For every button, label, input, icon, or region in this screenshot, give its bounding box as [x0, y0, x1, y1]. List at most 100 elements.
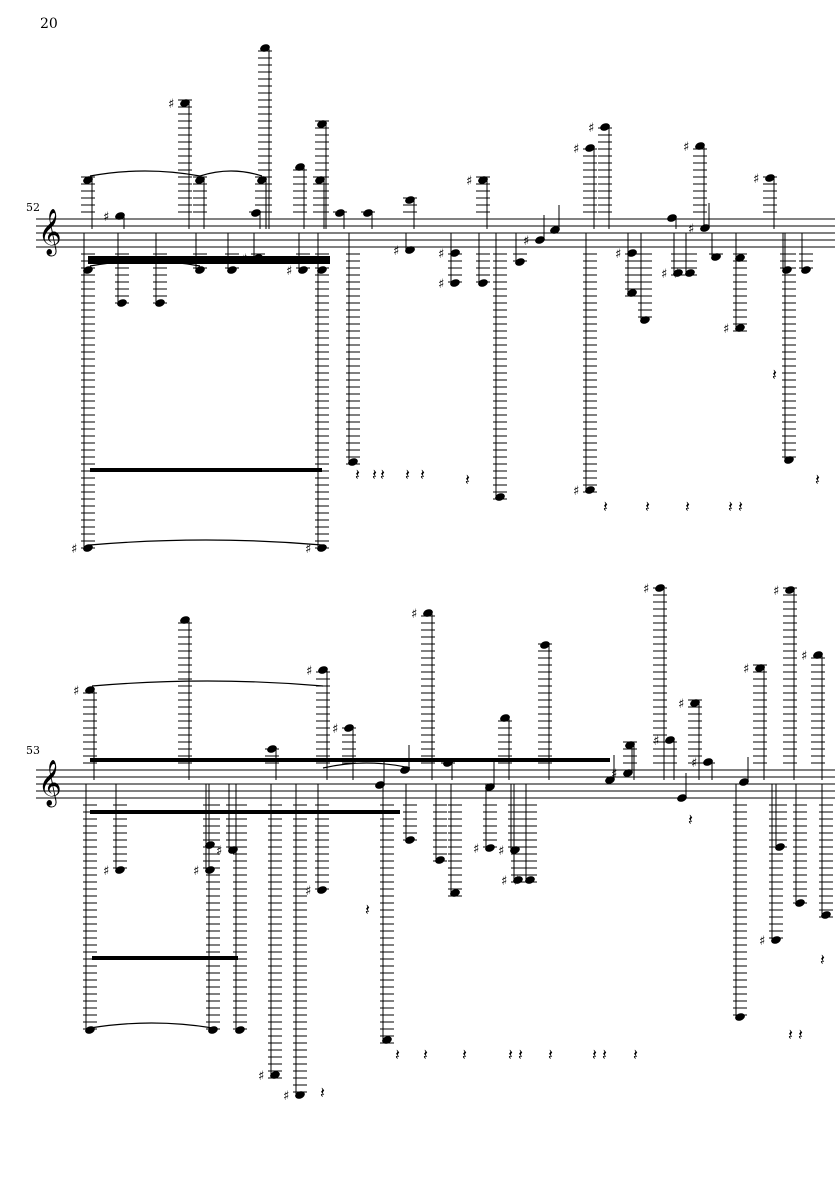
sharp-icon: ♯ [573, 484, 579, 499]
notehead [485, 844, 495, 852]
quarter-rest-icon: 𝄽 [420, 465, 425, 484]
quarter-rest-icon: 𝄽 [380, 465, 385, 484]
notehead [510, 846, 520, 854]
sharp-icon: ♯ [801, 649, 807, 664]
tie [322, 762, 411, 769]
quarter-rest-icon: 𝄽 [423, 1045, 428, 1064]
quarter-rest-icon: 𝄽 [508, 1045, 513, 1064]
sharp-icon: ♯ [501, 874, 507, 889]
sharp-icon: ♯ [305, 884, 311, 899]
notehead [640, 316, 650, 324]
tie [91, 680, 324, 687]
notehead [83, 544, 93, 552]
quarter-rest-icon: 𝄽 [548, 1045, 553, 1064]
sharp-icon: ♯ [743, 662, 749, 677]
sharp-icon: ♯ [193, 864, 199, 879]
sharp-icon: ♯ [466, 174, 472, 189]
quarter-rest-icon: 𝄽 [645, 497, 650, 516]
notehead [235, 1026, 245, 1034]
sharp-icon: ♯ [723, 322, 729, 337]
notehead [775, 843, 785, 851]
notehead [755, 664, 765, 672]
sharp-icon: ♯ [678, 697, 684, 712]
sharp-icon: ♯ [286, 264, 292, 279]
notehead [450, 249, 460, 257]
notehead [735, 1013, 745, 1021]
notehead [703, 758, 713, 766]
notehead [382, 1036, 392, 1044]
quarter-rest-icon: 𝄽 [685, 497, 690, 516]
notehead [627, 249, 637, 257]
notehead [500, 714, 510, 722]
sharp-icon: ♯ [73, 684, 79, 699]
notehead [400, 766, 410, 774]
quarter-rest-icon: 𝄽 [465, 470, 470, 489]
notehead [821, 911, 831, 919]
notehead [405, 836, 415, 844]
notehead [295, 163, 305, 171]
sharp-icon: ♯ [283, 1089, 289, 1104]
notehead [478, 279, 488, 287]
sharp-icon: ♯ [753, 172, 759, 187]
notehead [180, 99, 190, 107]
quarter-rest-icon: 𝄽 [365, 900, 370, 919]
notehead [495, 493, 505, 501]
notehead [585, 486, 595, 494]
treble-clef-icon: 𝄞 [38, 209, 62, 257]
notehead [585, 144, 595, 152]
sharp-icon: ♯ [216, 844, 222, 859]
notehead [335, 209, 345, 217]
notehead [485, 783, 495, 791]
notehead [771, 936, 781, 944]
quarter-rest-icon: 𝄽 [602, 1045, 607, 1064]
notehead [375, 781, 385, 789]
notehead [665, 736, 675, 744]
notehead [253, 254, 263, 262]
notehead [795, 899, 805, 907]
sharp-icon: ♯ [332, 722, 338, 737]
notehead [515, 258, 525, 266]
notehead [405, 246, 415, 254]
sharp-icon: ♯ [643, 582, 649, 597]
quarter-rest-icon: 𝄽 [798, 1025, 803, 1044]
notehead [765, 174, 775, 182]
quarter-rest-icon: 𝄽 [355, 465, 360, 484]
sharp-icon: ♯ [611, 767, 617, 782]
measure-number: 52 [26, 201, 40, 214]
notehead [785, 586, 795, 594]
sharp-icon: ♯ [103, 864, 109, 879]
quarter-rest-icon: 𝄽 [815, 470, 820, 489]
quarter-rest-icon: 𝄽 [405, 465, 410, 484]
notehead [540, 641, 550, 649]
notehead [739, 778, 749, 786]
notehead [550, 226, 560, 234]
notehead [270, 1071, 280, 1079]
quarter-rest-icon: 𝄽 [820, 950, 825, 969]
tie [89, 170, 201, 177]
quarter-rest-icon: 𝄽 [603, 497, 608, 516]
notehead [600, 123, 610, 131]
tie [89, 539, 323, 546]
quarter-rest-icon: 𝄽 [395, 1045, 400, 1064]
sharp-icon: ♯ [473, 842, 479, 857]
notehead [525, 876, 535, 884]
notehead [317, 886, 327, 894]
notehead [85, 686, 95, 694]
sharp-icon: ♯ [523, 234, 529, 249]
notehead [155, 299, 165, 307]
notehead [735, 254, 745, 262]
notehead [711, 253, 721, 261]
sharp-icon: ♯ [773, 584, 779, 599]
notehead [627, 289, 637, 297]
notehead [344, 724, 354, 732]
sharp-icon: ♯ [438, 277, 444, 292]
notehead [348, 458, 358, 466]
quarter-rest-icon: 𝄽 [728, 497, 733, 516]
quarter-rest-icon: 𝄽 [633, 1045, 638, 1064]
sharp-icon: ♯ [305, 542, 311, 557]
sharp-icon: ♯ [513, 874, 519, 889]
sharp-icon: ♯ [498, 844, 504, 859]
page-number: 20 [40, 16, 58, 32]
notehead [784, 456, 794, 464]
